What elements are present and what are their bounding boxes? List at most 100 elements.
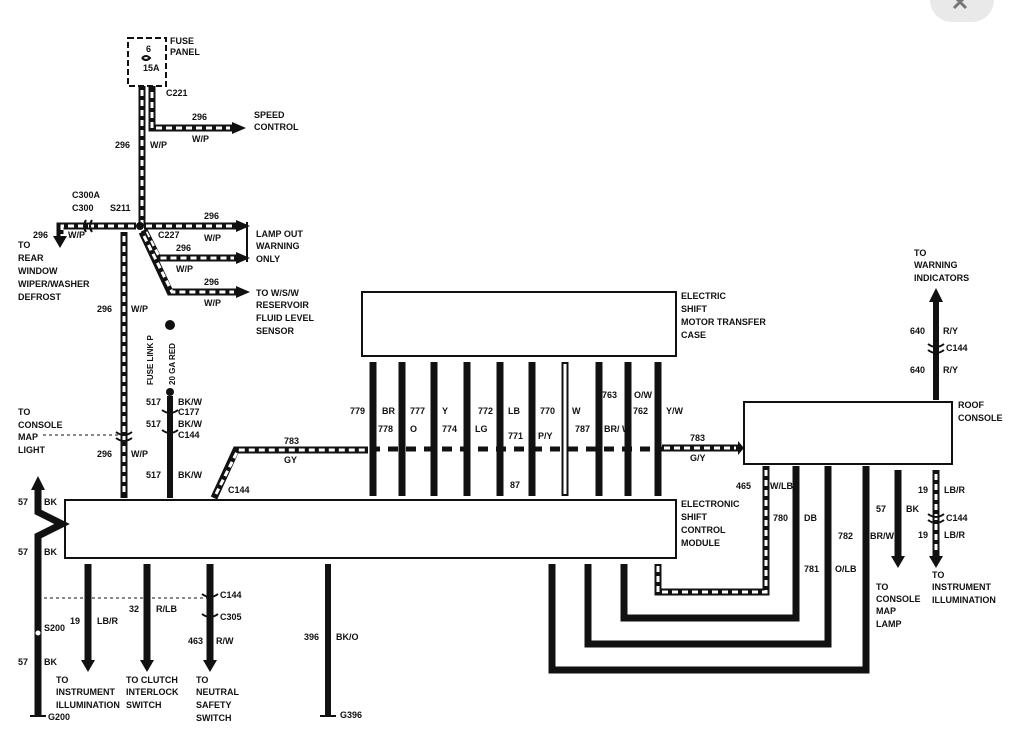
wsw-4: SENSOR bbox=[256, 326, 295, 336]
console-map-lamp-4: LAMP bbox=[876, 619, 902, 629]
wire-296-b: 296 bbox=[97, 304, 112, 314]
close-button[interactable] bbox=[930, 0, 994, 22]
console-map-lamp-2: CONSOLE bbox=[876, 594, 921, 604]
wire-770: 770 bbox=[540, 406, 555, 416]
wire-bk-c: BK bbox=[44, 657, 57, 667]
wire-19-roof-a: 19 bbox=[918, 485, 928, 495]
wire-779: 779 bbox=[350, 406, 365, 416]
s200-label: S200 bbox=[44, 623, 65, 633]
rear-window-1: TO bbox=[18, 240, 30, 250]
rear-window-3: WINDOW bbox=[18, 266, 58, 276]
wire-778: 778 bbox=[378, 424, 393, 434]
fuse-panel-label-1: FUSE bbox=[170, 36, 194, 46]
speed-control-1: SPEED bbox=[254, 110, 285, 120]
wire-gy-right: G/Y bbox=[690, 453, 706, 463]
c305-label: C305 bbox=[220, 612, 242, 622]
wire-wlb: W/LB bbox=[770, 481, 793, 491]
warning-ind-1: TO bbox=[914, 248, 926, 258]
wire-bk-a: BK bbox=[44, 497, 57, 507]
wsw-3: FLUID LEVEL bbox=[256, 313, 315, 323]
wsw-2: RESERVOIR bbox=[256, 300, 309, 310]
instr-left-1: TO bbox=[56, 675, 68, 685]
neutral-1: TO bbox=[196, 675, 208, 685]
console-map-left-2: CONSOLE bbox=[18, 420, 63, 430]
wire-brw: BR/ W bbox=[604, 424, 631, 434]
s211-label: S211 bbox=[110, 203, 131, 213]
close-icon bbox=[952, 0, 968, 10]
wire-bkw-b: BK/W bbox=[178, 419, 202, 429]
wire-wp-a: W/P bbox=[150, 140, 167, 150]
wire-ow: O/W bbox=[634, 390, 653, 400]
shift-module-4: MODULE bbox=[681, 538, 720, 548]
wire-bk-roof: BK bbox=[906, 504, 919, 514]
roof-console-2: CONSOLE bbox=[958, 413, 1003, 423]
warning-ind-2: WARNING bbox=[914, 260, 958, 270]
transfer-case-box: ELECTRIC SHIFT MOTOR TRANSFER CASE bbox=[361, 291, 766, 357]
c144-roof-label: C144 bbox=[946, 343, 968, 353]
wire-296-rear: 296 bbox=[33, 230, 48, 240]
wire-ry-b: R/Y bbox=[943, 365, 958, 375]
wire-517-a: 517 bbox=[146, 397, 161, 407]
lamp-out-2: WARNING bbox=[256, 241, 300, 251]
wire-782: 782 bbox=[838, 531, 853, 541]
wire-olb: O/LB bbox=[835, 564, 857, 574]
wire-517-c: 517 bbox=[146, 470, 161, 480]
wire-ry-a: R/Y bbox=[943, 326, 958, 336]
wsw-1: TO W/S/W bbox=[256, 288, 299, 298]
wire-bk-b: BK bbox=[44, 547, 57, 557]
wire-783-left: 783 bbox=[284, 436, 299, 446]
fuse-link-label: FUSE LINK P bbox=[146, 335, 155, 385]
rear-window-2: REAR bbox=[18, 253, 44, 263]
wire-517: FUSE LINK P 20 GA RED 517 BK/W C177 517 … bbox=[146, 320, 202, 498]
roof-console-outputs: 57 BK TO CONSOLE MAP LAMP 19 LB/R C144 1… bbox=[876, 470, 996, 629]
wire-781: 781 bbox=[804, 564, 819, 574]
wire-yw: Y/W bbox=[666, 406, 684, 416]
transfer-case-4: CASE bbox=[681, 330, 706, 340]
transfer-wires: 779 BR 778 O 777 Y 774 LG 772 LB 771 P/Y… bbox=[350, 362, 684, 496]
wire-783: 783 GY C144 783 G/Y bbox=[210, 433, 744, 500]
wire-774: 774 bbox=[442, 424, 457, 434]
console-map-left-1: TO bbox=[18, 407, 30, 417]
shift-module-1: ELECTRONIC bbox=[681, 499, 740, 509]
speed-control-2: CONTROL bbox=[254, 122, 299, 132]
wire-296-a: 296 bbox=[115, 140, 130, 150]
wire-57-a: 57 bbox=[18, 497, 28, 507]
neutral-2: NEUTRAL bbox=[196, 687, 239, 697]
wire-19-left: 19 bbox=[70, 616, 80, 626]
wire-rlb: R/LB bbox=[156, 604, 177, 614]
wire-wp-lamp2: W/P bbox=[176, 264, 193, 274]
module-console-loops: 465 W/LB 780 DB 782 BR/W 781 O/LB bbox=[548, 466, 894, 674]
c177-label: C177 bbox=[178, 407, 200, 417]
wire-640-b: 640 bbox=[910, 365, 925, 375]
warning-ind-3: INDICATORS bbox=[914, 273, 969, 283]
wire-517-b: 517 bbox=[146, 419, 161, 429]
c144-783-label: C144 bbox=[228, 485, 250, 495]
fuse-panel-label-2: PANEL bbox=[170, 47, 200, 57]
wire-772: 772 bbox=[478, 406, 493, 416]
wire-wp-c: W/P bbox=[131, 449, 148, 459]
wire-wp-rear: W/P bbox=[68, 230, 85, 240]
lamp-out-3: ONLY bbox=[256, 254, 280, 264]
wire-296-lamp1: 296 bbox=[204, 211, 219, 221]
wire-296-down: 296 W/P 296 W/P TO CONSOLE MAP LIGHT bbox=[18, 232, 148, 498]
transfer-case-3: MOTOR TRANSFER bbox=[681, 317, 766, 327]
shift-control-module: ELECTRONIC SHIFT CONTROL MODULE bbox=[64, 499, 740, 559]
wire-763: 763 bbox=[602, 390, 617, 400]
wire-lbr-roof-b: LB/R bbox=[944, 530, 965, 540]
wire-w: W bbox=[572, 406, 581, 416]
wire-780: 780 bbox=[773, 513, 788, 523]
c221-label: C221 bbox=[166, 88, 188, 98]
wire-wp-lamp1: W/P bbox=[204, 233, 221, 243]
wire-777: 777 bbox=[410, 406, 425, 416]
clutch-3: SWITCH bbox=[126, 700, 162, 710]
c300a-label: C300A bbox=[72, 190, 101, 200]
shift-module-2: SHIFT bbox=[681, 512, 708, 522]
wire-771: 771 bbox=[508, 431, 523, 441]
wire-783-right: 783 bbox=[690, 433, 705, 443]
wire-296-speed: 296 bbox=[192, 112, 207, 122]
wire-463: 463 bbox=[188, 636, 203, 646]
fuse-panel: 6 15A FUSE PANEL bbox=[127, 36, 200, 87]
ga-red-label: 20 GA RED bbox=[168, 343, 177, 385]
instr-left-3: ILLUMINATION bbox=[56, 700, 120, 710]
